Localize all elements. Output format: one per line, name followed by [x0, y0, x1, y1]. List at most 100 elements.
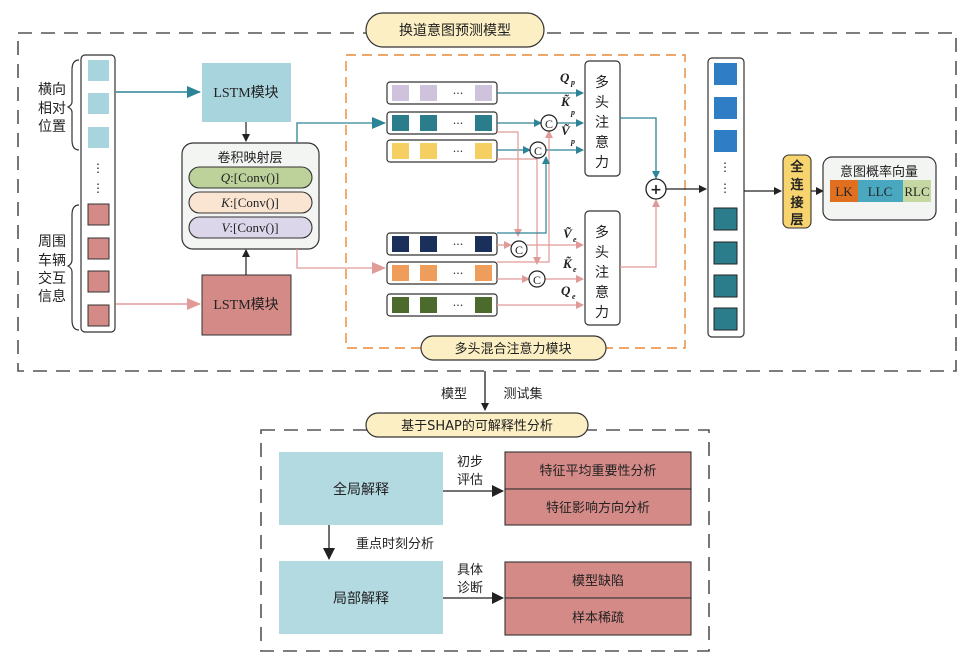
svg-text:力: 力 [595, 155, 609, 171]
svg-text:K̃: K̃ [562, 256, 573, 271]
intent-probability-vector: 意图概率向量 LK LLC RLC [822, 156, 937, 221]
svg-text:基于SHAP的可解释性分析: 基于SHAP的可解释性分析 [401, 418, 553, 434]
global-results: 特征平均重要性分析 特征影响方向分析 [504, 451, 692, 526]
label-lateral: 横向 相对 位置 [38, 82, 66, 135]
ellipsis-vertical: ⋮ [92, 161, 104, 175]
svg-text:LSTM模块: LSTM模块 [213, 85, 278, 101]
svg-text:C: C [534, 144, 542, 158]
svg-text:e: e [573, 235, 577, 244]
label-interaction: 周围 车辆 交互 信息 [38, 234, 66, 305]
feature-cell [420, 236, 437, 252]
svg-text:e: e [573, 265, 577, 274]
svg-text:特征平均重要性分析: 特征平均重要性分析 [539, 463, 656, 479]
svg-text:意: 意 [595, 134, 609, 151]
conv-to-ke [296, 249, 386, 274]
svg-text:注: 注 [595, 265, 609, 281]
svg-text:C: C [515, 243, 523, 257]
feature-cell [475, 143, 492, 159]
conv-title: 卷积映射层 [217, 150, 282, 166]
feature-cell [420, 143, 437, 159]
feature-row-k-p: ··· [386, 111, 498, 135]
svg-text:连: 连 [790, 177, 804, 193]
svg-text:C: C [545, 117, 553, 131]
svg-text:局部解释: 局部解释 [333, 591, 389, 607]
arrow-label-specific: 具体 [457, 563, 483, 578]
concat-node-kp: C [540, 114, 558, 132]
svg-text:⋮: ⋮ [719, 160, 731, 174]
local-explanation: 局部解释 [279, 561, 443, 634]
svg-text:头: 头 [595, 245, 609, 261]
conv-k [188, 191, 313, 214]
prob-segment-llc [858, 180, 903, 202]
svg-text:K̃: K̃ [560, 94, 571, 109]
svg-text:意图概率向量: 意图概率向量 [840, 164, 918, 180]
input-cell-interaction [87, 304, 110, 327]
label-vp: Ṽp [561, 123, 575, 146]
feature-cell [420, 85, 437, 101]
add-node: + [645, 178, 667, 200]
local-results: 模型缺陷 样本稀疏 [504, 561, 692, 636]
svg-text:多: 多 [595, 74, 609, 91]
flow-label-model: 模型 [441, 387, 467, 402]
feature-rows: ·················· [386, 81, 498, 317]
prob-segment-rlc [903, 180, 931, 202]
concat-node-ke: C [528, 270, 546, 288]
bracket-interaction [66, 204, 80, 331]
svg-text:力: 力 [595, 305, 609, 321]
svg-text:Q: Q [560, 70, 570, 85]
input-cell-lateral [88, 127, 109, 148]
svg-text:LLC: LLC [868, 184, 893, 199]
svg-text:信息: 信息 [38, 288, 66, 305]
svg-text:周围: 周围 [38, 234, 66, 250]
attn-bottom-to-add [620, 199, 660, 268]
flow-label-testset: 测试集 [503, 386, 542, 402]
svg-text:意: 意 [595, 284, 609, 301]
svg-text:头: 头 [595, 95, 609, 111]
output-cell [714, 130, 737, 152]
output-cell [714, 63, 737, 85]
input-cell-interaction [87, 203, 110, 226]
fully-connected-layer: 全 连 接 层 [782, 154, 812, 229]
feature-cell [475, 236, 492, 252]
lstm-module-top: LSTM模块 [202, 63, 291, 122]
svg-text:K:[Conv()]: K:[Conv()] [220, 195, 279, 210]
svg-text:p: p [570, 137, 575, 146]
feature-row-q-p: ··· [386, 81, 498, 105]
svg-text:Ṽ: Ṽ [563, 226, 573, 241]
input-cell-interaction [87, 237, 110, 260]
svg-text:e: e [572, 292, 576, 301]
feature-cell [420, 297, 437, 313]
svg-text:相对: 相对 [38, 101, 66, 117]
input-column: ⋮ ⋮ [80, 54, 116, 333]
feature-cell [392, 85, 409, 101]
ellipsis: ··· [453, 267, 464, 280]
svg-text:+: + [650, 182, 662, 198]
feature-cell [420, 265, 437, 281]
svg-text:p: p [570, 108, 575, 117]
svg-text:交互: 交互 [38, 270, 66, 287]
feature-cell [392, 265, 409, 281]
svg-text:LK: LK [835, 184, 853, 199]
shap-frame [260, 429, 710, 652]
mixed-attention-title-pill: 多头混合注意力模块 [420, 335, 607, 361]
key-moment-label: 重点时刻分析 [356, 536, 434, 552]
output-cell [713, 207, 738, 231]
feature-cell [475, 85, 492, 101]
global-explanation: 全局解释 [279, 452, 443, 525]
bracket-lateral [66, 59, 80, 151]
svg-text:Ṽ: Ṽ [561, 123, 571, 138]
svg-text:Q:[Conv()]: Q:[Conv()] [221, 170, 280, 185]
input-cell-lateral [88, 60, 109, 81]
svg-text:特征影响方向分析: 特征影响方向分析 [546, 500, 650, 516]
svg-text:V:[Conv()]: V:[Conv()] [221, 220, 278, 235]
ellipsis-vertical: ⋮ [92, 181, 104, 195]
concat-node-ve: C [510, 240, 528, 258]
feature-cell [392, 115, 409, 131]
feature-cell [475, 115, 492, 131]
conv-q [188, 166, 313, 189]
svg-text:全局解释: 全局解释 [333, 481, 389, 498]
model-title-pill: 换道意图预测模型 [365, 12, 545, 48]
ke-to-kp-concat [497, 130, 553, 263]
